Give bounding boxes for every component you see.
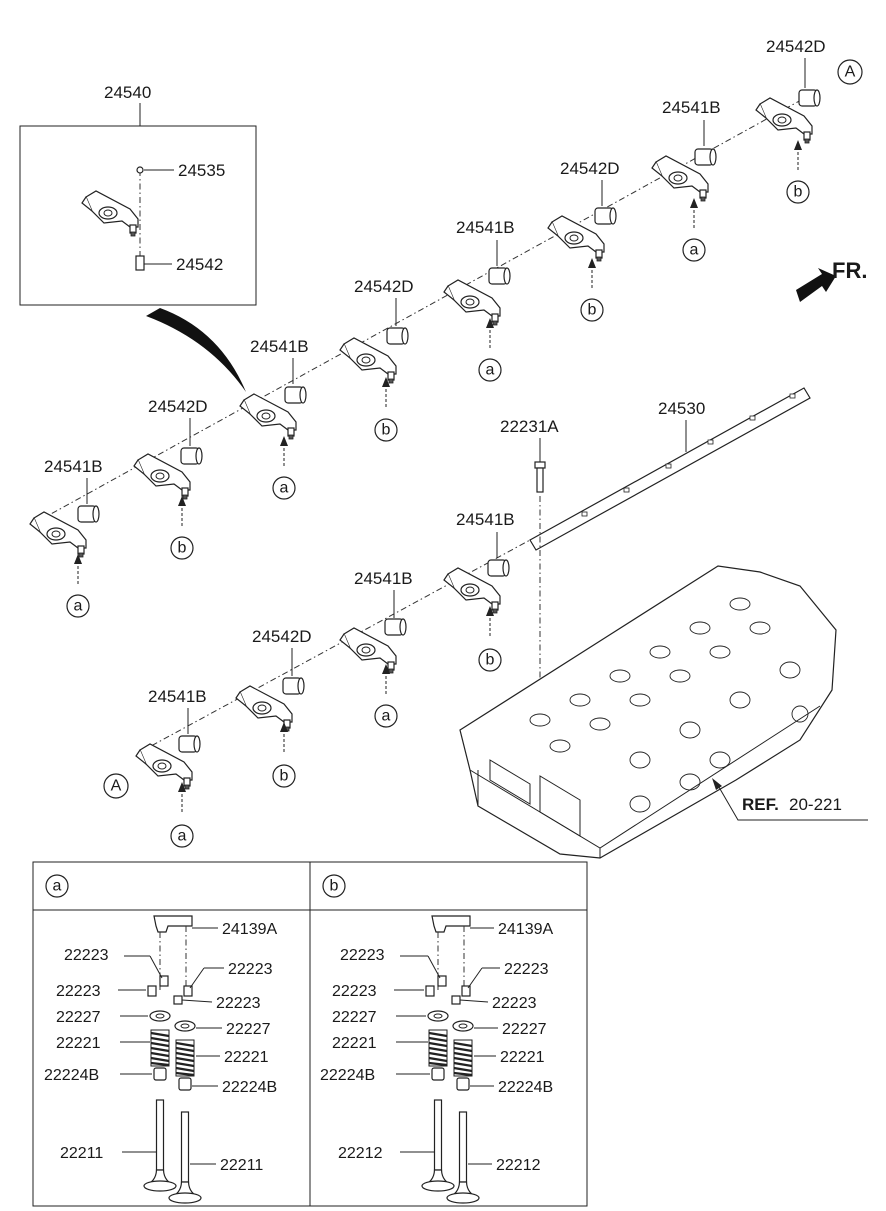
marker-a: a <box>690 242 699 259</box>
callout-arrow <box>146 308 246 392</box>
front-direction-indicator: FR. <box>796 258 867 302</box>
spacer-label: 24542D <box>766 37 826 56</box>
arm-label: 24541B <box>662 98 721 117</box>
arm-label: 24541B <box>354 569 413 588</box>
panel-a: a 24139A 22223 22223 22223 22223 22227 2… <box>44 874 277 1204</box>
rocker-shaft: 24530 <box>529 387 811 551</box>
seal-label: 22224B <box>44 1067 99 1084</box>
spring-label: 22221 <box>332 1035 377 1052</box>
reference-number: 20-221 <box>789 795 842 814</box>
retainer-label: 22227 <box>56 1009 101 1026</box>
spacer-label: 24542D <box>354 277 414 296</box>
lower-row-markers: A a b a b <box>103 605 502 848</box>
lower-row-labels: 24541B 24541B 24542D 24541B <box>148 510 515 734</box>
upper-row-labels: 24542D 24541B 24542D 24541B 24542D 24541… <box>44 37 826 504</box>
arm-label: 24541B <box>44 457 103 476</box>
keeper-label: 22223 <box>56 983 101 1000</box>
bolt-label: 22231A <box>500 417 559 436</box>
keeper-label: 22223 <box>228 961 273 978</box>
detail-table <box>32 861 588 1207</box>
spring-label: 22221 <box>56 1035 101 1052</box>
spring-label: 22221 <box>500 1049 545 1066</box>
rocker-assembly-box: 24540 24535 24542 <box>19 83 257 306</box>
arm-label: 24541B <box>456 218 515 237</box>
spacer-label: 24542D <box>560 159 620 178</box>
seal-label: 22224B <box>222 1079 277 1096</box>
marker-a: a <box>74 598 83 615</box>
marker-a: a <box>280 480 289 497</box>
reference-prefix: REF. <box>742 795 779 814</box>
marker-b: b <box>588 302 597 319</box>
panel-b: b 24139A 22223 22223 22223 22223 22227 2… <box>320 874 553 1204</box>
arm-label: 24541B <box>456 510 515 529</box>
marker-b: b <box>382 422 391 439</box>
valve-label: 22212 <box>496 1157 541 1174</box>
marker-a: a <box>382 708 391 725</box>
seal-label: 22224B <box>498 1079 553 1096</box>
retainer-label: 22227 <box>502 1021 547 1038</box>
marker-a: a <box>486 362 495 379</box>
marker-b: b <box>280 768 289 785</box>
bridge-label: 24139A <box>222 921 277 938</box>
retainer-label: 22227 <box>332 1009 377 1026</box>
keeper-label: 22223 <box>216 995 261 1012</box>
keeper-label: 22223 <box>492 995 537 1012</box>
marker-b: b <box>178 540 187 557</box>
front-label: FR. <box>832 258 867 283</box>
retainer-label: 22227 <box>226 1021 271 1038</box>
marker-A: A <box>845 64 856 81</box>
upper-rocker-row <box>29 89 821 558</box>
pin-label: 24535 <box>178 161 225 180</box>
spacer-label: 24542D <box>148 397 208 416</box>
screw-label: 24542 <box>176 255 223 274</box>
keeper-label: 22223 <box>340 947 385 964</box>
marker-A: A <box>111 778 122 795</box>
lower-rocker-row <box>135 539 531 790</box>
keeper-label: 22223 <box>64 947 109 964</box>
assembly-label: 24540 <box>104 83 151 102</box>
valve-label: 22211 <box>60 1145 103 1162</box>
bridge-label: 24139A <box>498 921 553 938</box>
upper-row-markers: b a b a b a b a A <box>66 59 863 618</box>
spring-label: 22221 <box>224 1049 269 1066</box>
arm-label: 24541B <box>148 687 207 706</box>
valve-label: 22212 <box>338 1145 383 1162</box>
keeper-label: 22223 <box>332 983 377 1000</box>
marker-b: b <box>486 652 495 669</box>
panel-a-header: a <box>53 878 62 895</box>
valve-label: 22211 <box>220 1157 263 1174</box>
marker-a: a <box>178 828 187 845</box>
spacer-label: 24542D <box>252 627 312 646</box>
arm-label: 24541B <box>250 337 309 356</box>
panel-b-header: b <box>330 878 339 895</box>
keeper-label: 22223 <box>504 961 549 978</box>
seal-label: 22224B <box>320 1067 375 1084</box>
shaft-label: 24530 <box>658 399 705 418</box>
marker-b: b <box>794 184 803 201</box>
cylinder-head: REF. 20-221 <box>459 565 868 859</box>
